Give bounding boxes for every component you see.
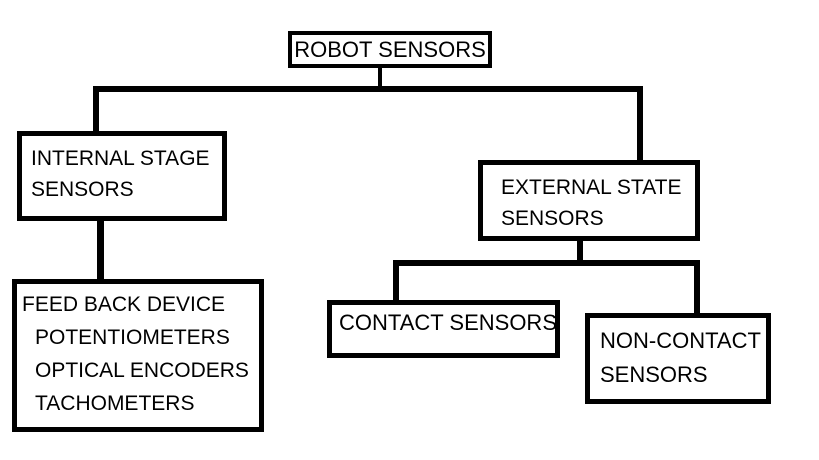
node-external-state-sensors: EXTERNAL STATE SENSORS bbox=[478, 160, 700, 241]
connector-to-noncontact bbox=[694, 260, 700, 316]
connector-external-stub bbox=[577, 239, 583, 263]
node-noncontact-line-1: NON-CONTACT bbox=[600, 328, 761, 353]
node-noncontact-sensors: NON-CONTACT SENSORS bbox=[585, 313, 771, 404]
node-external-line-2: SENSORS bbox=[501, 207, 604, 230]
node-contact-sensors: CONTACT SENSORS bbox=[327, 300, 560, 358]
connector-to-contact bbox=[393, 260, 399, 303]
node-feedback-line-1: FEED BACK DEVICE bbox=[22, 293, 226, 316]
node-internal-line-1: INTERNAL STAGE bbox=[31, 147, 210, 170]
node-external-line-1: EXTERNAL STATE bbox=[501, 176, 682, 199]
node-internal-line-2: SENSORS bbox=[31, 178, 134, 201]
node-feedback-line-2: POTENTIOMETERS bbox=[35, 326, 230, 349]
node-robot-sensors: ROBOT SENSORS bbox=[288, 31, 492, 68]
node-robot-sensors-label: ROBOT SENSORS bbox=[294, 36, 486, 62]
node-contact-label: CONTACT SENSORS bbox=[339, 310, 557, 335]
node-noncontact-line-2: SENSORS bbox=[600, 362, 708, 387]
node-internal-stage-sensors: INTERNAL STAGE SENSORS bbox=[17, 131, 227, 221]
connector-root-stub bbox=[378, 66, 382, 92]
connector-to-internal bbox=[93, 86, 99, 134]
connector-internal-to-feedback bbox=[97, 219, 104, 281]
connector-main-horizontal bbox=[93, 86, 643, 92]
node-feedback-line-4: TACHOMETERS bbox=[35, 392, 195, 415]
node-feedback-line-3: OPTICAL ENCODERS bbox=[35, 359, 249, 382]
node-feedback-devices: FEED BACK DEVICE POTENTIOMETERS OPTICAL … bbox=[12, 279, 264, 432]
connector-to-external bbox=[637, 86, 643, 163]
connector-sub-horizontal bbox=[393, 260, 700, 266]
